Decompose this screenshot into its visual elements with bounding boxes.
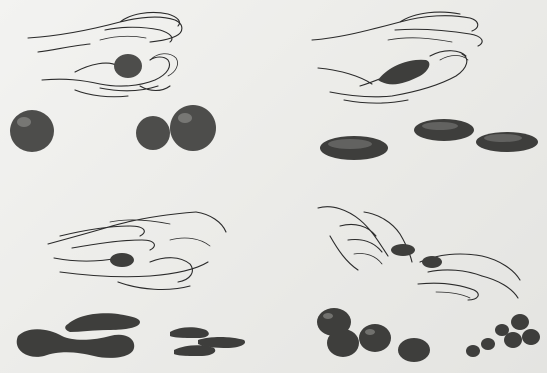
clay-being-flattened xyxy=(378,60,429,85)
hands-flattening-clay xyxy=(312,12,482,103)
long-coil-2 xyxy=(65,313,140,332)
large-ball-4 xyxy=(398,338,430,362)
small-ball-4 xyxy=(511,314,529,330)
clay-piece-pinched-2 xyxy=(422,256,442,268)
clay-ball-large-2 xyxy=(170,105,216,151)
clay-ball-medium xyxy=(136,116,170,150)
hands-rolling-ball xyxy=(28,12,182,96)
hands-pinching-clay xyxy=(318,207,520,300)
clay-ball-large xyxy=(10,110,54,152)
large-ball-2 xyxy=(327,329,359,357)
coil-in-hands xyxy=(110,253,134,267)
small-ball-1 xyxy=(466,345,480,357)
panel-bottom-right xyxy=(317,207,540,362)
panel-top-left xyxy=(10,12,216,152)
short-coil-1 xyxy=(170,327,209,338)
small-ball-6 xyxy=(522,329,540,345)
panel-top-right xyxy=(312,12,538,160)
large-ball-3 xyxy=(359,324,391,352)
small-ball-5 xyxy=(504,332,522,348)
hands-rolling-coil xyxy=(48,212,226,289)
clay-ball-in-hands xyxy=(114,54,142,78)
clay-piece-pinched xyxy=(391,244,415,256)
small-ball-2 xyxy=(481,338,495,350)
long-coil-1 xyxy=(17,329,135,358)
panel-bottom-left xyxy=(17,212,245,358)
